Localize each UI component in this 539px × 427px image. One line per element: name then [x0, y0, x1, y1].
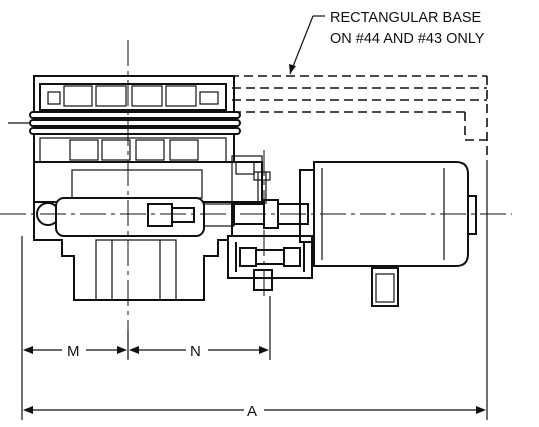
- extension-lines: [21, 160, 488, 420]
- dimension-n: [129, 346, 269, 354]
- electric-motor: [299, 161, 477, 307]
- callout-line-1: RECTANGULAR BASE: [330, 10, 482, 26]
- dimension-n-label: N: [190, 343, 201, 360]
- dimension-a-label: A: [247, 403, 257, 420]
- valve-block: [39, 137, 227, 163]
- cooling-fins: [8, 111, 241, 135]
- dimension-a: [23, 406, 486, 414]
- shaft-coupling: [233, 171, 309, 229]
- centerlines: [0, 40, 512, 330]
- callout-line-2: ON #44 AND #43 ONLY: [330, 31, 485, 47]
- dimension-m: [23, 346, 127, 354]
- dimension-m-label: M: [67, 343, 80, 360]
- callout-leader: [289, 15, 325, 75]
- pump-shaft-housing: [36, 197, 235, 237]
- mounting-bracket: [227, 235, 313, 291]
